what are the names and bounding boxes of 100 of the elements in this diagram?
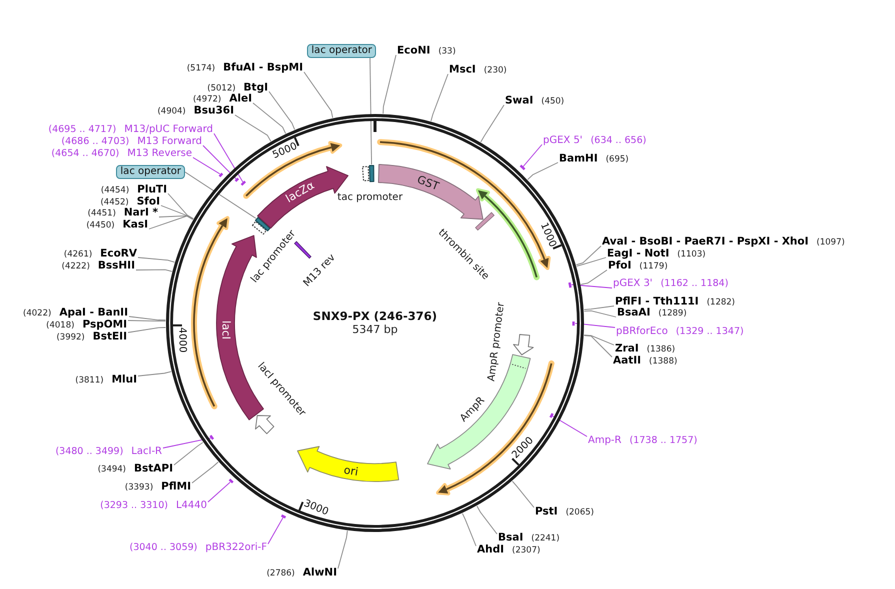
enzyme-name: BtgI — [244, 81, 268, 93]
leader-line — [370, 58, 372, 165]
leader-line — [552, 415, 588, 437]
primer-position: (4686 .. 4703) — [61, 136, 130, 148]
site-position: (3494) — [98, 464, 126, 476]
leader-line — [584, 306, 614, 310]
site-position: (4222) — [62, 260, 90, 272]
enzyme-name: BstAPI — [134, 462, 173, 474]
leader-line — [480, 104, 504, 143]
enzyme-name: BamHI — [559, 152, 598, 164]
leader-line — [148, 216, 194, 230]
leader-line — [576, 257, 606, 267]
enzyme-name: PspOMI — [82, 318, 127, 330]
leader-line — [584, 334, 614, 346]
enzyme-name: Bsu36I — [194, 104, 234, 116]
enzyme-name: SwaI — [505, 94, 534, 106]
leader-line — [128, 316, 166, 321]
feature-tag: lac operator — [307, 44, 376, 58]
enzyme-name: BsaAI — [617, 306, 650, 318]
leader-line — [234, 114, 272, 142]
enzyme-name: PflMI — [161, 480, 191, 492]
leader-line — [584, 335, 612, 358]
site-position: (1386) — [646, 344, 676, 356]
enzyme-name: KasI — [122, 218, 148, 230]
site-position: (1282) — [706, 296, 735, 308]
leader-line — [252, 102, 286, 134]
leader-line — [430, 74, 448, 122]
leader-line — [580, 270, 608, 285]
enzyme-name: AatII — [613, 354, 642, 366]
site-position: (2786) — [266, 567, 295, 579]
enzyme-name: EagI - NotI — [607, 247, 670, 259]
leader-line — [527, 162, 558, 180]
primer-position: (4654 .. 4670) — [51, 148, 120, 160]
enzyme-name: AvaI - BsoBI - PaeR7I - PspXI - XhoI — [602, 236, 809, 248]
leader-line — [338, 530, 348, 569]
leader-line — [174, 442, 204, 466]
leader-line — [208, 482, 231, 502]
site-position: (4450) — [86, 220, 115, 232]
primer-position: (1162 .. 1184) — [660, 278, 728, 290]
primer-position: (4695 .. 4717) — [48, 124, 116, 136]
primer-name: pBR322ori-F — [205, 542, 267, 554]
enzyme-name: PfoI — [608, 260, 632, 272]
leader-line — [512, 480, 534, 508]
enzyme-name: BssHII — [98, 260, 135, 272]
enzyme-name: MscI — [449, 64, 476, 76]
enzyme-name: ZraI — [615, 342, 639, 354]
primer-position: (1329 .. 1347) — [676, 326, 744, 338]
leader-line — [576, 246, 602, 266]
primer-name: pGEX 3' — [613, 278, 653, 290]
enzyme-name: EcoNI — [397, 44, 430, 56]
leader-line — [158, 215, 194, 220]
feature-label: lacI — [219, 320, 232, 340]
feature-label: AmpR promoter — [486, 302, 508, 382]
primer-position: (3040 .. 3059) — [130, 542, 198, 554]
site-position: (2065) — [566, 506, 594, 518]
enzyme-name: BfuAI - BspMI — [223, 62, 303, 74]
site-position: (695) — [606, 153, 629, 165]
enzyme-name: EcoRV — [100, 247, 137, 259]
site-position: (4972) — [192, 94, 222, 106]
leader-line — [184, 172, 256, 219]
primer-name: pGEX 5' — [543, 134, 583, 146]
leader-line — [128, 320, 166, 322]
primer-position: (3293 .. 3310) — [100, 500, 168, 512]
site-position: (230) — [484, 64, 507, 76]
plasmid-size: 5347 bp — [352, 323, 398, 336]
feature-label: GST — [415, 172, 441, 194]
leader-line — [160, 205, 194, 220]
site-position: (4261) — [64, 248, 92, 260]
site-position: (33) — [438, 46, 456, 58]
leader-line — [268, 517, 284, 544]
leader-line — [202, 145, 236, 180]
leader-line — [138, 371, 172, 376]
plasmid-name: SNX9-PX (246-376) — [312, 310, 438, 323]
primer-position: (3480 .. 3499) — [55, 446, 124, 458]
site-position: (4904) — [157, 106, 186, 118]
site-position: (4454) — [100, 184, 130, 196]
site-position: (2241) — [531, 532, 560, 544]
site-position: (4451) — [88, 208, 116, 220]
site-position: (450) — [541, 96, 564, 108]
leader-line — [136, 269, 172, 272]
site-position: (3992) — [56, 331, 85, 343]
site-position: (2307) — [512, 544, 540, 556]
primer-position: (634 .. 656) — [590, 134, 646, 146]
leader-line — [304, 72, 334, 118]
enzyme-name: PflFI - Tth111I — [615, 296, 699, 308]
primer-name: M13 Forward — [137, 136, 202, 148]
leader-line — [476, 506, 498, 534]
primer-name: LacI-R — [131, 446, 162, 458]
site-position: (1388) — [649, 356, 678, 368]
feature-tag: lac operator — [116, 165, 185, 179]
primer-name: Amp-R — [588, 434, 622, 446]
site-position: (4018) — [46, 319, 74, 331]
primer-name: M13 Reverse — [127, 148, 192, 160]
enzyme-name: AleI — [229, 92, 252, 104]
primer-position: (1738 .. 1757) — [630, 434, 698, 446]
enzyme-name: MluI — [112, 374, 137, 386]
enzyme-name: PluTI — [137, 183, 167, 195]
primer-name: pBRforEco — [616, 326, 668, 338]
site-position: (3393) — [124, 482, 154, 494]
leader-line — [138, 257, 175, 263]
